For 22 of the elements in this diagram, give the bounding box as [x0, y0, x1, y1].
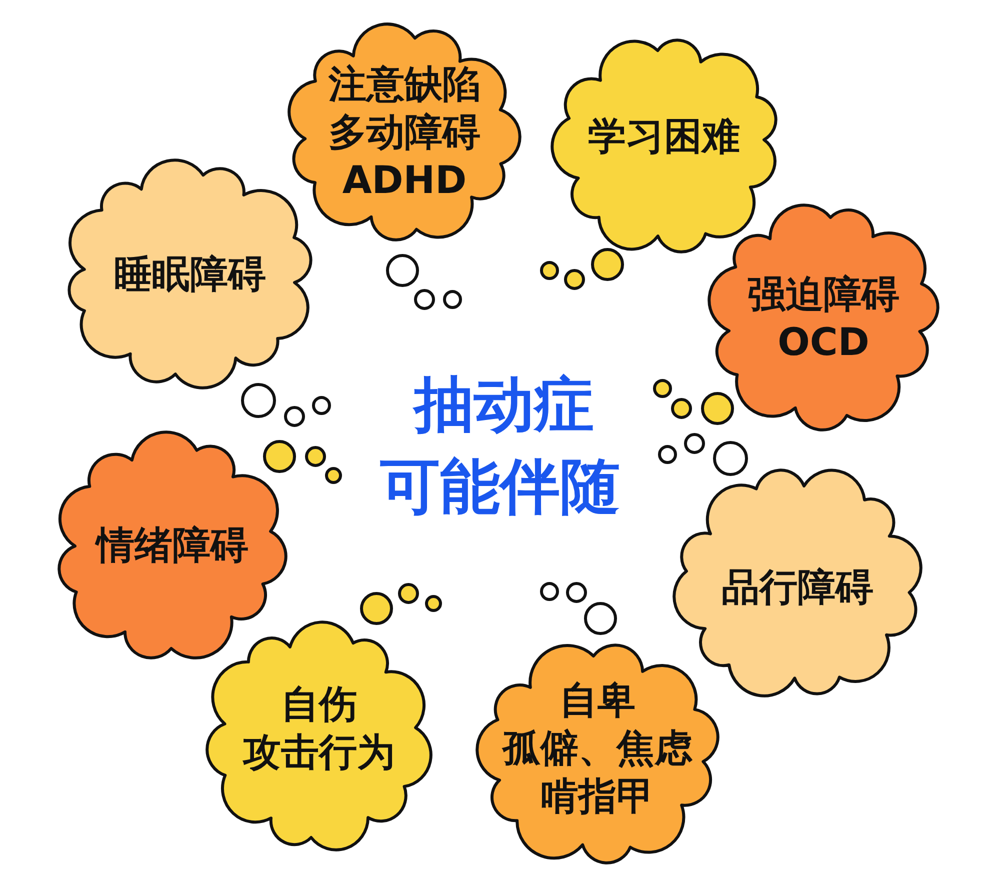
condition-label: 强迫障碍: [748, 270, 900, 318]
condition-label: OCD: [778, 318, 870, 366]
condition-label: 注意缺陷多动障碍: [327, 61, 482, 156]
condition-label: 啃指甲: [540, 773, 654, 820]
condition-label: 自伤: [281, 681, 357, 728]
thought-cloud: [550, 38, 778, 254]
condition-label: 情绪障碍: [96, 522, 248, 569]
thought-cloud: [475, 643, 720, 865]
condition-label: 学习困难: [588, 113, 740, 160]
condition-label: 攻击行为: [243, 729, 395, 776]
condition-label: 孤僻、焦虑: [502, 725, 692, 772]
condition-label: 自卑: [560, 677, 636, 724]
condition-label: 睡眠障碍: [114, 251, 266, 298]
thought-cloud: [57, 430, 288, 660]
condition-label: ADHD: [342, 157, 467, 204]
thought-cloud: [707, 203, 940, 432]
thought-cloud: [67, 158, 313, 390]
thought-cloud: [205, 620, 433, 852]
condition-label: 品行障碍: [722, 564, 874, 611]
thought-cloud: [672, 468, 923, 698]
center-title: 抽动症可能伴随: [379, 369, 621, 524]
thought-cloud: [287, 22, 522, 242]
